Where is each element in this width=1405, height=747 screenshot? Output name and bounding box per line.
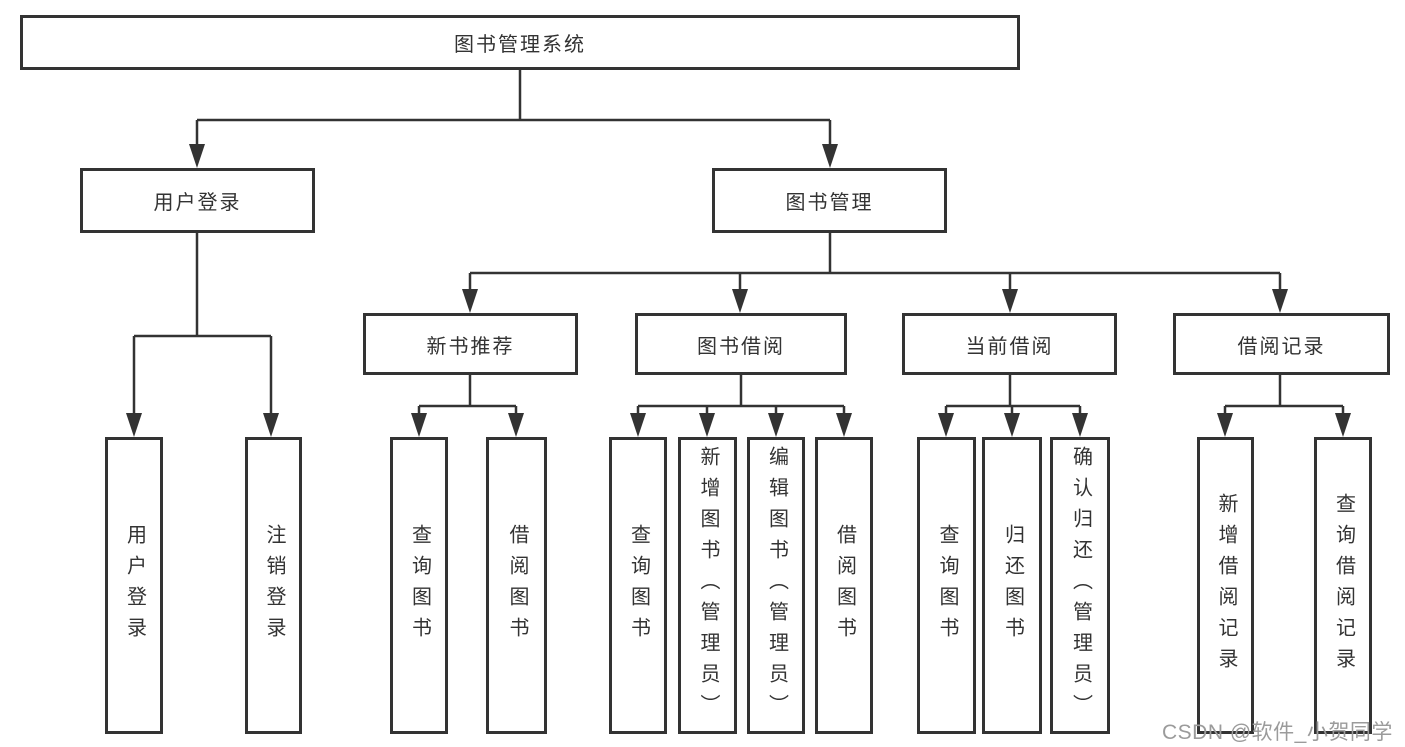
leaf-borrow-books-2: 借阅图书 bbox=[815, 437, 873, 734]
leaf-query-books-3-label: 查询图书 bbox=[936, 523, 958, 648]
node-new-book-recommend-label: 新书推荐 bbox=[426, 335, 515, 358]
leaf-edit-books-admin-label: 编辑图书（管理员） bbox=[765, 446, 788, 725]
node-book-borrow: 图书借阅 bbox=[635, 313, 847, 375]
node-root: 图书管理系统 bbox=[20, 15, 1020, 70]
node-borrow-records: 借阅记录 bbox=[1173, 313, 1390, 375]
node-user-login: 用户登录 bbox=[80, 168, 315, 233]
node-borrow-records-label: 借阅记录 bbox=[1237, 335, 1326, 358]
node-book-management: 图书管理 bbox=[712, 168, 947, 233]
leaf-add-books-admin: 新增图书（管理员） bbox=[678, 437, 737, 734]
csdn-watermark: CSDN @软件_小贺同学 bbox=[1162, 721, 1393, 744]
leaf-confirm-return-admin: 确认归还（管理员） bbox=[1050, 437, 1110, 734]
node-root-label: 图书管理系统 bbox=[454, 34, 586, 56]
leaf-add-books-admin-label: 新增图书（管理员） bbox=[697, 446, 719, 725]
leaf-add-borrow-record: 新增借阅记录 bbox=[1197, 437, 1254, 734]
leaf-return-books-label: 归还图书 bbox=[1001, 523, 1024, 648]
node-current-borrow: 当前借阅 bbox=[902, 313, 1117, 375]
leaf-query-books-3: 查询图书 bbox=[917, 437, 976, 734]
arrowheads bbox=[126, 144, 1351, 437]
leaf-return-books: 归还图书 bbox=[982, 437, 1042, 734]
leaf-borrow-books-1-label: 借阅图书 bbox=[506, 523, 528, 648]
leaf-query-borrow-record: 查询借阅记录 bbox=[1314, 437, 1372, 734]
node-book-borrow-label: 图书借阅 bbox=[697, 335, 785, 358]
node-book-management-label: 图书管理 bbox=[785, 192, 874, 214]
leaf-query-books-1-label: 查询图书 bbox=[408, 523, 431, 648]
leaf-confirm-return-admin-label: 确认归还（管理员） bbox=[1069, 446, 1092, 725]
leaf-borrow-books-1: 借阅图书 bbox=[486, 437, 547, 734]
node-new-book-recommend: 新书推荐 bbox=[363, 313, 578, 375]
leaf-query-books-2-label: 查询图书 bbox=[627, 523, 650, 648]
node-user-login-label: 用户登录 bbox=[153, 192, 242, 214]
leaf-query-books-1: 查询图书 bbox=[390, 437, 448, 734]
leaf-user-login: 用户登录 bbox=[105, 437, 163, 734]
leaf-add-borrow-record-label: 新增借阅记录 bbox=[1215, 492, 1237, 679]
leaf-query-borrow-record-label: 查询借阅记录 bbox=[1332, 492, 1355, 679]
leaf-logout-label: 注销登录 bbox=[263, 523, 285, 648]
node-current-borrow-label: 当前借阅 bbox=[965, 335, 1054, 358]
leaf-logout: 注销登录 bbox=[245, 437, 302, 734]
leaf-query-books-2: 查询图书 bbox=[609, 437, 667, 734]
leaf-edit-books-admin: 编辑图书（管理员） bbox=[747, 437, 805, 734]
leaf-user-login-label: 用户登录 bbox=[123, 523, 146, 648]
leaf-borrow-books-2-label: 借阅图书 bbox=[833, 523, 856, 648]
